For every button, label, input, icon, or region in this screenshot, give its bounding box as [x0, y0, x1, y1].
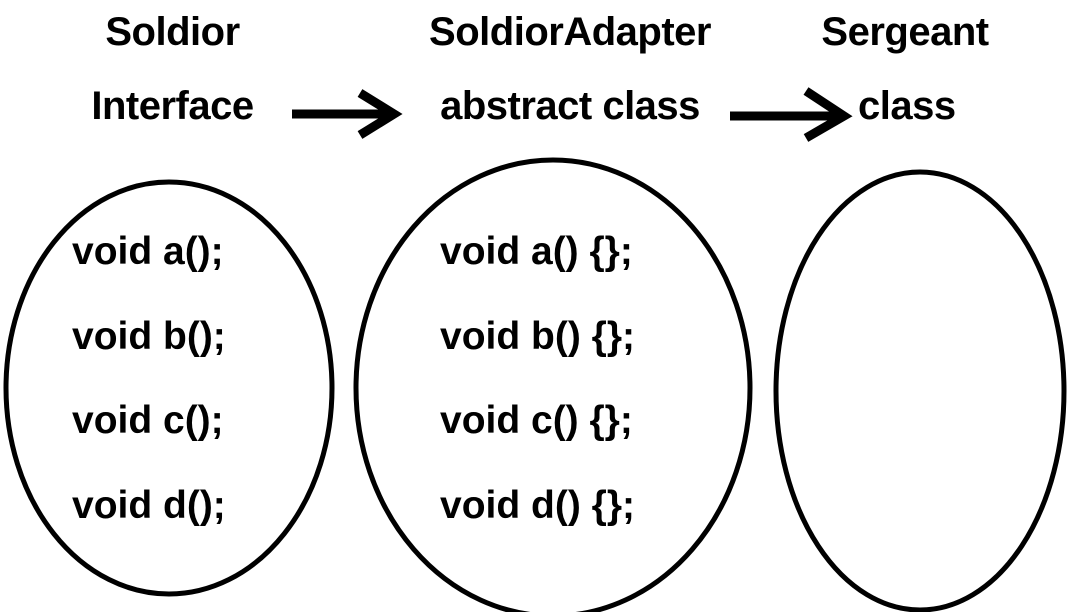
- group-ellipse-sergeant: [773, 169, 1067, 612]
- member-signature: void b() {};: [440, 315, 635, 358]
- type-kind-abstract-class: abstract class: [440, 84, 700, 128]
- group-ellipse-soldior: [3, 179, 335, 597]
- member-signature: void d();: [72, 484, 226, 527]
- arrow-right-icon-adapter-to-class: [730, 87, 853, 142]
- type-kind-class: class: [858, 84, 956, 128]
- group-ellipse-soldioradapter: [353, 157, 753, 612]
- type-name-soldioradapter: SoldiorAdapter: [429, 10, 711, 54]
- type-name-sergeant: Sergeant: [821, 10, 989, 54]
- type-name-soldior: Soldior: [105, 10, 240, 54]
- type-kind-interface: Interface: [91, 84, 254, 128]
- member-signature: void a();: [72, 230, 224, 273]
- member-signature: void c();: [72, 399, 224, 442]
- member-signature: void a() {};: [440, 230, 633, 273]
- arrow-right-icon-interface-to-adapter: [292, 89, 403, 139]
- member-signature: void b();: [72, 315, 226, 358]
- member-signature: void d() {};: [440, 484, 635, 527]
- member-signature: void c() {};: [440, 399, 633, 442]
